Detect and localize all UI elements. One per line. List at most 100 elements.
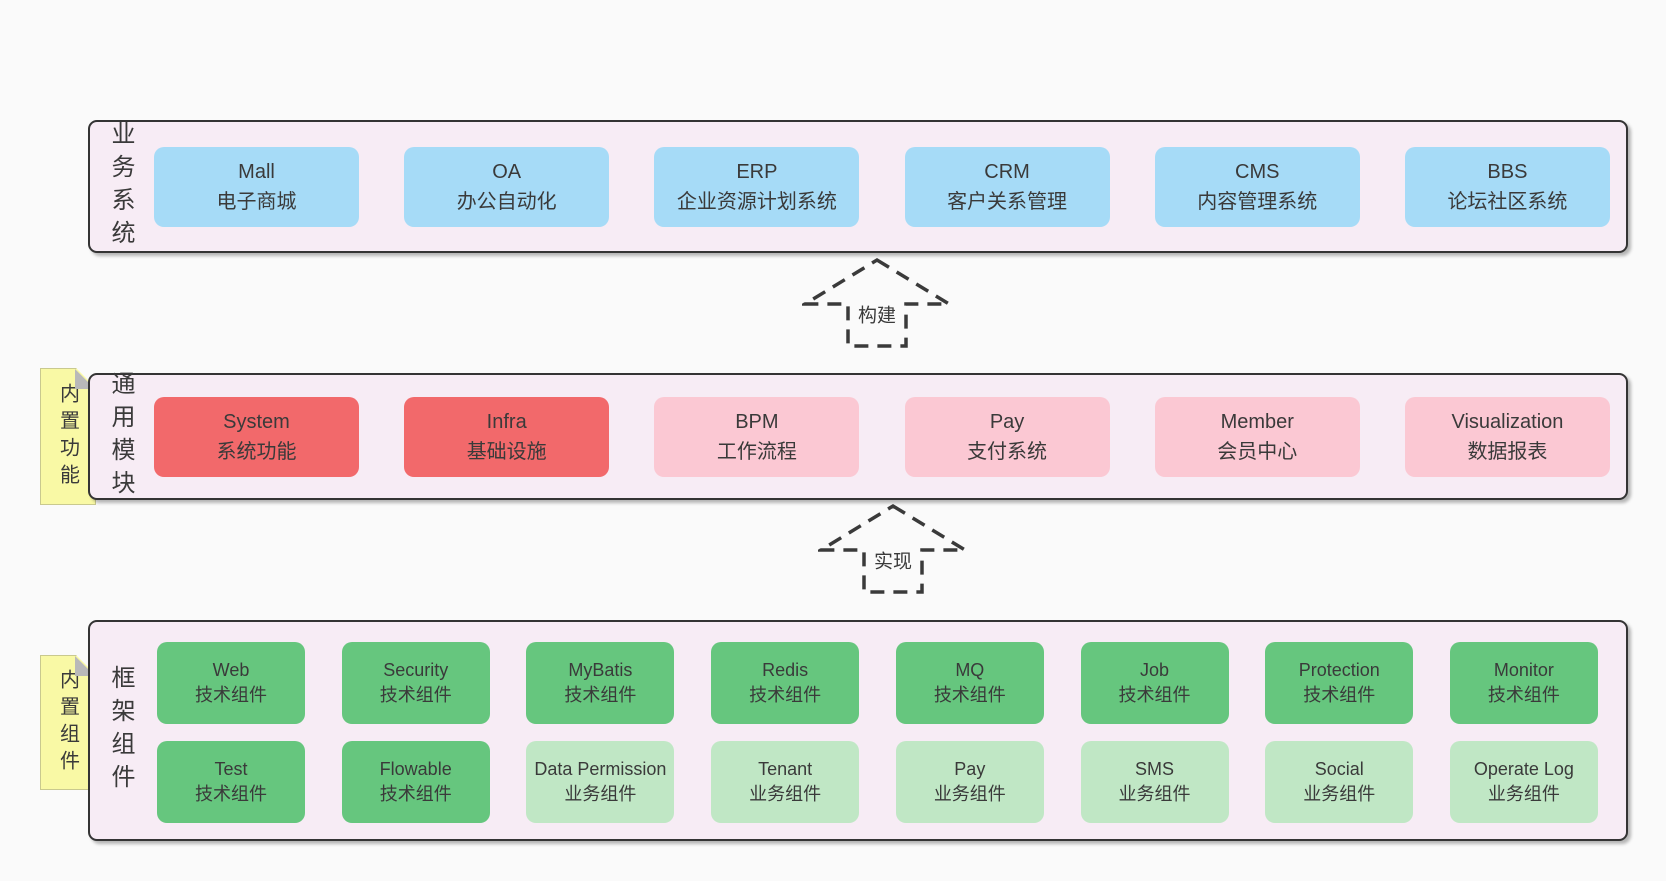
section-label: 业务系统: [107, 120, 134, 253]
module-name-en: Tenant: [758, 759, 813, 780]
module-box-operate-log: Operate Log 业务组件: [1449, 741, 1598, 823]
module-name-cn: 电子商城: [216, 190, 297, 213]
module-name-cn: 技术组件: [195, 685, 267, 705]
module-box-data-permission: Data Permission 业务组件: [526, 741, 675, 823]
module-name-cn: 技术组件: [379, 685, 452, 705]
module-name-cn: 业务组件: [1487, 784, 1560, 804]
arrow-label: 构建: [853, 299, 901, 329]
module-name-en: System: [223, 410, 290, 433]
module-box-security: Security 技术组件: [341, 642, 490, 724]
module-name-en: Monitor: [1493, 660, 1554, 681]
module-box-tenant: Tenant 业务组件: [711, 741, 860, 823]
module-name-en: Web: [212, 660, 250, 681]
module-name-en: Flowable: [379, 759, 452, 780]
module-name-cn: 技术组件: [1118, 685, 1191, 705]
module-name-cn: 技术组件: [564, 685, 637, 705]
module-name-en: Social: [1314, 759, 1364, 780]
module-name-en: Security: [383, 660, 449, 681]
module-box-oa: OA 办公自动化: [404, 146, 610, 227]
sticky-note-text: 内置组件: [56, 668, 79, 777]
module-name-cn: 数据报表: [1467, 440, 1548, 463]
module-box-protection: Protection 技术组件: [1265, 642, 1414, 724]
module-name-en: Test: [214, 759, 248, 780]
module-box-cms: CMS 内容管理系统: [1154, 146, 1360, 227]
module-box-pay: Pay 支付系统: [904, 396, 1110, 477]
module-box-test: Test 技术组件: [157, 741, 305, 823]
module-name-en: Pay: [954, 759, 986, 780]
sticky-note-text: 内置功能: [56, 382, 79, 491]
module-box-job: Job 技术组件: [1080, 642, 1229, 724]
module-box-erp: ERP 企业资源计划系统: [654, 146, 860, 227]
module-name-cn: 技术组件: [195, 784, 267, 804]
module-box-infra: Infra 基础设施: [404, 396, 610, 477]
module-name-cn: 技术组件: [749, 685, 822, 705]
module-name-en: ERP: [736, 160, 778, 183]
module-box-web: Web 技术组件: [157, 642, 305, 724]
module-name-cn: 技术组件: [379, 784, 452, 804]
module-name-en: Job: [1140, 660, 1170, 681]
module-name-en: OA: [492, 160, 522, 183]
module-name-en: Visualization: [1451, 410, 1564, 433]
module-name-cn: 内容管理系统: [1197, 190, 1318, 213]
module-name-cn: 业务组件: [749, 784, 822, 804]
module-name-cn: 会员中心: [1217, 440, 1298, 463]
module-name-cn: 办公自动化: [456, 190, 557, 213]
module-name-en: SMS: [1135, 759, 1175, 780]
module-name-en: Pay: [989, 410, 1025, 433]
section-label: 框架组件: [107, 664, 134, 797]
arrow-label: 实现: [869, 545, 917, 575]
business-systems-section: 业务系统 Mall 电子商城 OA 办公自动化 ERP 企业资源计划系统 CRM 客户关系管理…: [88, 120, 1628, 253]
module-name-cn: 论坛社区系统: [1447, 190, 1568, 213]
module-name-en: CRM: [984, 160, 1030, 183]
module-name-cn: 基础设施: [466, 440, 547, 463]
module-name-en: BPM: [735, 410, 779, 433]
module-name-cn: 业务组件: [1118, 784, 1191, 804]
module-box-pay: Pay 业务组件: [895, 741, 1044, 823]
module-name-cn: 技术组件: [933, 685, 1006, 705]
module-box-crm: CRM 客户关系管理: [904, 146, 1110, 227]
module-name-en: MQ: [955, 660, 985, 681]
build-arrow: 构建: [802, 257, 952, 349]
module-box-system: System 系统功能: [154, 396, 359, 477]
module-box-member: Member 会员中心: [1154, 396, 1360, 477]
module-name-en: CMS: [1235, 160, 1280, 183]
module-box-visualization: Visualization 数据报表: [1404, 396, 1610, 477]
module-name-en: Infra: [486, 410, 527, 433]
module-name-cn: 系统功能: [216, 440, 297, 463]
module-name-cn: 技术组件: [1303, 685, 1376, 705]
module-name-cn: 支付系统: [967, 440, 1048, 463]
implement-arrow: 实现: [818, 503, 968, 595]
module-name-en: Mall: [238, 160, 275, 183]
module-name-en: Protection: [1298, 660, 1380, 681]
module-box-mq: MQ 技术组件: [895, 642, 1044, 724]
module-name-cn: 客户关系管理: [947, 190, 1068, 213]
sticky-note-builtin-components: 内置组件: [40, 655, 96, 790]
module-box-flowable: Flowable 技术组件: [341, 741, 490, 823]
up-arrow-icon: [802, 257, 952, 348]
module-name-en: Member: [1220, 410, 1294, 433]
module-name-en: Data Permission: [534, 759, 667, 780]
module-name-en: Operate Log: [1473, 759, 1574, 780]
module-box-redis: Redis 技术组件: [711, 642, 860, 724]
boxes-row: Mall 电子商城 OA 办公自动化 ERP 企业资源计划系统 CRM 客户关系管理 CMS 内容…: [154, 122, 1610, 251]
module-name-en: BBS: [1487, 160, 1528, 183]
module-name-cn: 业务组件: [564, 784, 637, 804]
module-box-mall: Mall 电子商城: [154, 146, 359, 227]
sticky-note-builtin-features: 内置功能: [40, 368, 96, 505]
section-label: 通用模块: [107, 370, 134, 503]
module-name-cn: 业务组件: [933, 784, 1006, 804]
up-arrow-icon: [818, 503, 968, 594]
module-name-en: Redis: [762, 660, 809, 681]
module-box-sms: SMS 业务组件: [1080, 741, 1229, 823]
module-name-cn: 企业资源计划系统: [676, 190, 837, 213]
